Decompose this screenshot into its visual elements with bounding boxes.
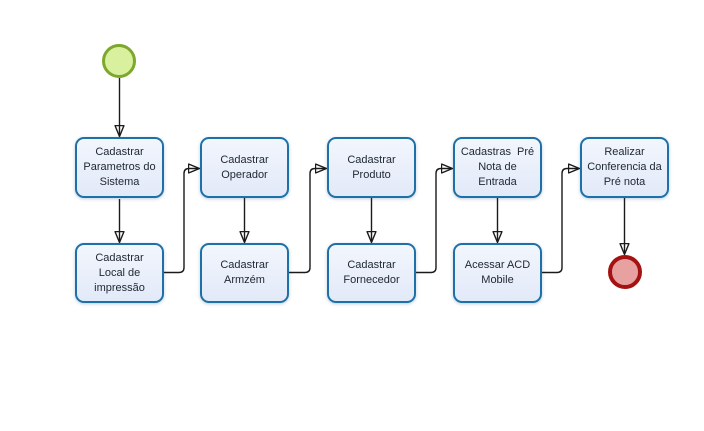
flow-task9-to-task5 [542, 169, 579, 274]
task-cadastrar-pre-nota-entrada[interactable]: Cadastras Pré Nota de Entrada [453, 137, 542, 198]
task-cadastrar-operador[interactable]: Cadastrar Operador [200, 137, 289, 198]
end-event[interactable] [608, 255, 642, 289]
task-label: Cadastrar Operador [220, 153, 269, 181]
task-label: Cadastrar Local de impressão [94, 251, 145, 294]
flow-task8-to-task4 [416, 169, 452, 274]
task-label: Cadastras Pré Nota de Entrada [460, 146, 535, 188]
task-realizar-conferencia-pre-nota[interactable]: Realizar Conferencia da Pré nota [580, 137, 669, 198]
task-cadastrar-produto[interactable]: Cadastrar Produto [327, 137, 416, 198]
task-label: Cadastrar Parametros do Sistema [83, 146, 156, 188]
task-label: Acessar ACD Mobile [464, 259, 531, 286]
start-event[interactable] [102, 44, 136, 78]
task-label: Cadastrar Fornecedor [343, 259, 400, 286]
flow-task7-to-task3 [289, 169, 326, 274]
task-label: Cadastrar Produto [347, 153, 396, 181]
task-acessar-acd-mobile[interactable]: Acessar ACD Mobile [453, 243, 542, 303]
task-label: Cadastrar Armzém [220, 259, 269, 286]
task-cadastrar-fornecedor[interactable]: Cadastrar Fornecedor [327, 243, 416, 303]
task-label: Realizar Conferencia da Pré nota [587, 146, 662, 188]
task-cadastrar-local-impressao[interactable]: Cadastrar Local de impressão [75, 243, 164, 303]
task-cadastrar-parametros-sistema[interactable]: Cadastrar Parametros do Sistema [75, 137, 164, 198]
flow-task6-to-task2 [163, 169, 199, 274]
task-cadastrar-armazem[interactable]: Cadastrar Armzém [200, 243, 289, 303]
